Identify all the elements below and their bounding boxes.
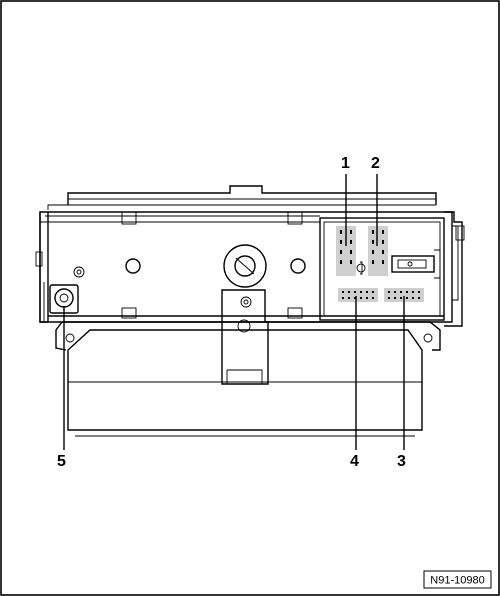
reference-code-box xyxy=(423,570,492,589)
callout-3: 3 xyxy=(397,453,406,470)
leader-lines xyxy=(63,174,405,450)
callout-4: 4 xyxy=(350,453,359,470)
callout-1: 1 xyxy=(341,155,350,172)
callout-2: 2 xyxy=(371,155,380,172)
radio-unit-drawing xyxy=(35,185,465,437)
reference-code: N91-10980 xyxy=(430,575,484,587)
callout-5: 5 xyxy=(57,453,66,470)
